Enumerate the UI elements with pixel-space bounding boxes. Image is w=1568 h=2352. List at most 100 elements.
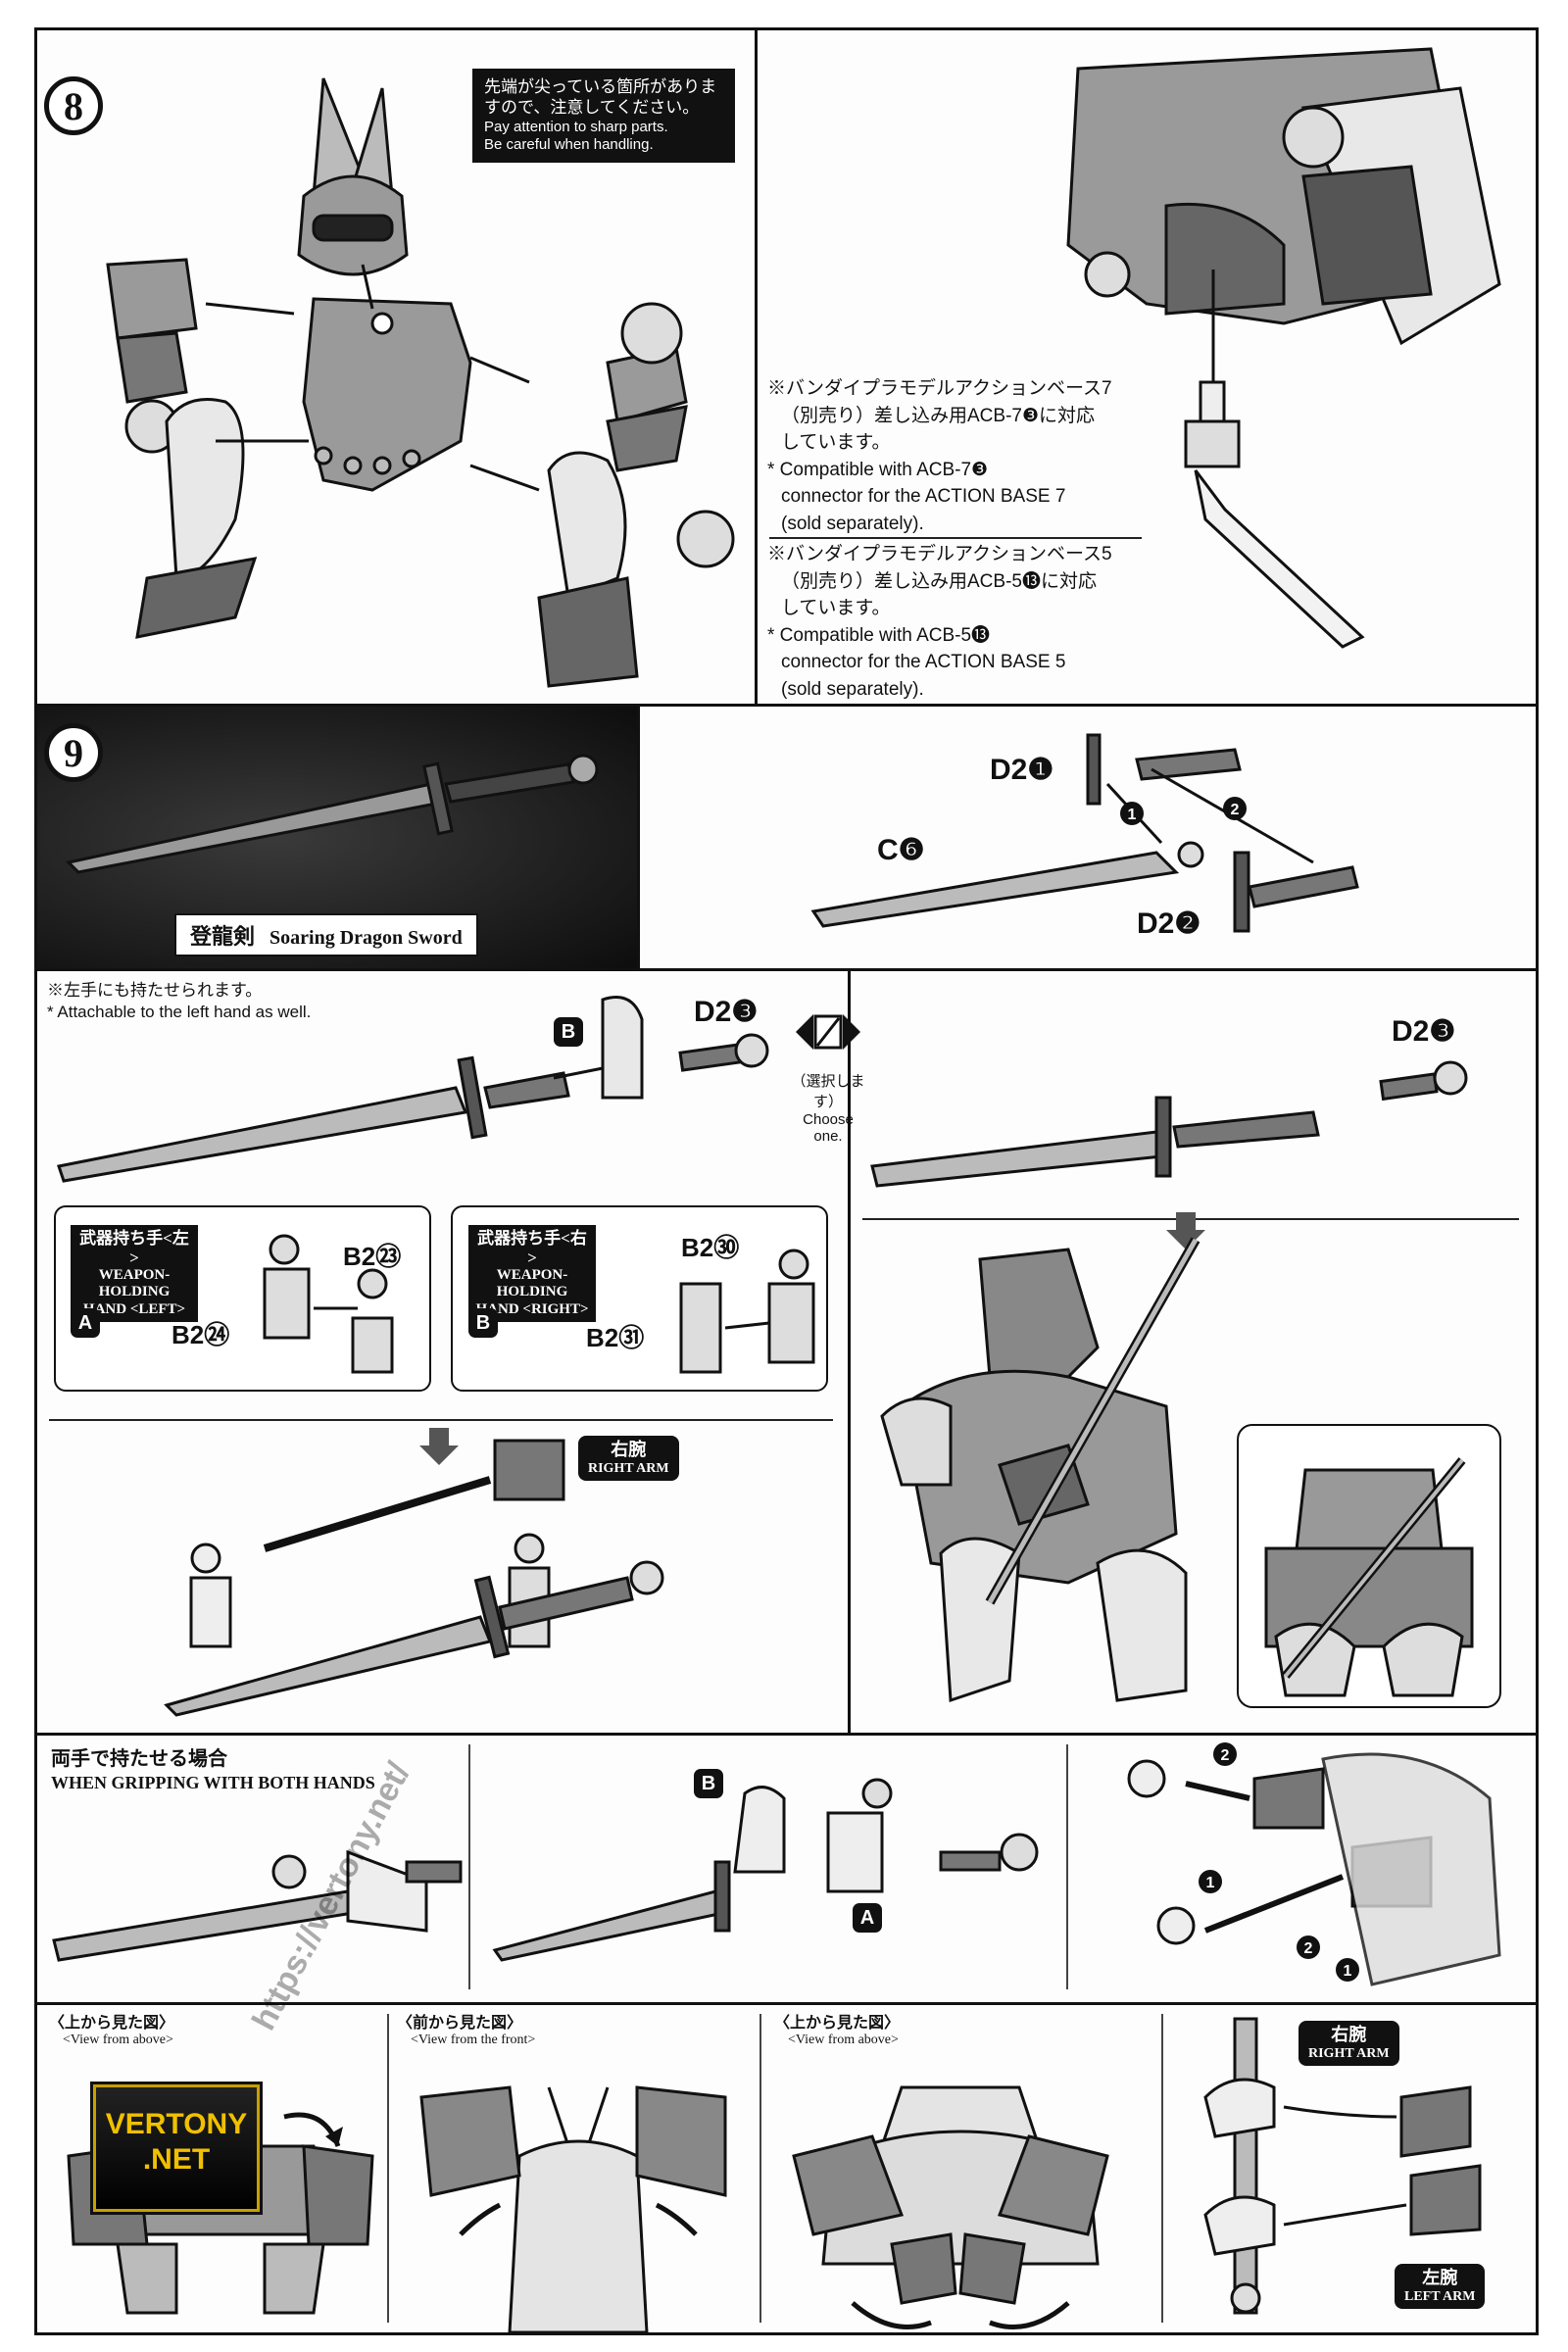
divider-views-1 xyxy=(387,2014,389,2323)
both-hands-title-jp: 両手で持たせる場合 xyxy=(51,1748,227,1770)
both-hands-arm-swap-illustration: 2 1 2 1 xyxy=(1127,1742,1501,1986)
right-hand-title-en-1: WEAPON-HOLDING xyxy=(496,1267,568,1300)
both-hands-sword-illustration xyxy=(52,1849,463,1962)
hand-a-tag: A xyxy=(71,1308,100,1338)
acb5-en-1: * Compatible with ACB-5⓭ xyxy=(767,624,991,646)
left-hand-title-jp: 武器持ち手<左> xyxy=(79,1229,189,1267)
part-d2-3-label-right: D2❸ xyxy=(1392,1015,1456,1048)
both-hands-heading: 両手で持たせる場合 WHEN GRIPPING WITH BOTH HANDS xyxy=(51,1746,375,1794)
step-9-number: 9 xyxy=(44,723,103,782)
views-right-arm-en: RIGHT ARM xyxy=(1308,2045,1390,2061)
left-hand-part-23: B2㉓ xyxy=(343,1242,402,1271)
view-above-1-en: <View from above> xyxy=(63,2033,173,2048)
warning-en-1: Pay attention to sharp parts. xyxy=(484,118,668,135)
down-arrow-left xyxy=(419,1428,459,1465)
choose-one-icon xyxy=(796,1014,860,1050)
acb5-jp-3: しています。 xyxy=(781,598,891,619)
choose-en: Choose one. xyxy=(803,1111,854,1145)
step8-action-base-illustration xyxy=(1066,47,1501,649)
step-2-marker-b: 2 xyxy=(1304,1940,1313,1957)
view-front-jp: 〈前から見た図〉 xyxy=(397,2015,523,2032)
divider-views-3 xyxy=(1161,2014,1163,2323)
divider-both-1 xyxy=(468,1744,470,1989)
right-hand-illustration xyxy=(679,1249,815,1374)
part-c6-label: C❻ xyxy=(877,834,925,866)
part-d2-2-label: D2❷ xyxy=(1137,907,1201,940)
step-1-marker-a: 1 xyxy=(1206,1875,1215,1891)
page-frame xyxy=(34,27,1539,2335)
view-above-label-2: 〈上から見た図〉 <View from above> xyxy=(774,2014,900,2049)
acb7-jp-2: （別売り）差し込み用ACB-7❸に対応 xyxy=(781,405,1095,426)
sword-in-right-hand-illustration xyxy=(164,1439,664,1717)
hand-b-tag-box: B xyxy=(468,1308,498,1338)
divider-step9-holding xyxy=(34,968,1539,971)
view-above-1-jp: 〈上から見た図〉 xyxy=(49,2015,175,2032)
step9-sword-assembly-illustration: 1 2 xyxy=(810,733,1359,933)
divider-step8-9 xyxy=(34,704,1539,707)
order-2-marker: 2 xyxy=(1231,802,1240,818)
divider-step9-vertical xyxy=(637,704,640,968)
acb5-note: ※バンダイプラモデルアクションベース5 （別売り）差し込み用ACB-5⓭に対応 … xyxy=(767,541,1159,703)
left-hand-title-en-1: WEAPON-HOLDING xyxy=(98,1267,171,1300)
both-hands-title-en: WHEN GRIPPING WITH BOTH HANDS xyxy=(51,1773,375,1792)
step-1-marker-b: 1 xyxy=(1344,1963,1352,1980)
views-left-arm-en: LEFT ARM xyxy=(1404,2288,1476,2304)
views-left-arm-jp: 左腕 xyxy=(1422,2268,1458,2287)
warning-en-2: Be careful when handling. xyxy=(484,136,654,154)
both-hands-b-tag: B xyxy=(694,1769,723,1798)
right-hand-title-jp: 武器持ち手<右> xyxy=(477,1229,587,1267)
divider-views-2 xyxy=(760,2014,761,2323)
left-hand-note-jp: ※左手にも持たせられます。 xyxy=(47,981,263,1000)
divider-both-hands xyxy=(34,1733,1539,1736)
right-arm-tag: 右腕 RIGHT ARM xyxy=(578,1436,679,1482)
right-hand-part-31: B2㉛ xyxy=(586,1323,645,1352)
choose-one-label: （選択します） Choose one. xyxy=(789,1070,867,1145)
right-hand-part-30: B2㉚ xyxy=(681,1233,740,1262)
acb7-en-2: connector for the ACTION BASE 7 xyxy=(781,486,1066,508)
left-hand-title-en-2: HAND <LEFT> xyxy=(82,1300,186,1317)
acb7-en-3: (sold separately). xyxy=(781,513,924,534)
left-hand-note: ※左手にも持たせられます。 * Attachable to the left h… xyxy=(47,980,311,1023)
acb-note-divider xyxy=(769,537,1142,539)
view-above-2-jp: 〈上から見た図〉 xyxy=(774,2015,901,2032)
divider-views xyxy=(34,2002,1539,2005)
acb5-en-3: (sold separately). xyxy=(781,678,924,700)
weapon-name-en: Soaring Dragon Sword xyxy=(270,927,463,949)
back-view-illustration xyxy=(1264,1457,1474,1697)
both-hands-a-tag: A xyxy=(853,1903,882,1933)
logo-line-2: .NET xyxy=(142,2143,211,2176)
acb5-jp-2: （別売り）差し込み用ACB-5⓭に対応 xyxy=(781,570,1097,592)
views-right-arm-jp: 右腕 xyxy=(1331,2025,1367,2044)
view-front-label: 〈前から見た図〉 <View from the front> xyxy=(397,2014,535,2049)
left-hand-title: 武器持ち手<左> WEAPON-HOLDING HAND <LEFT> xyxy=(71,1225,198,1322)
both-hands-assembly-illustration xyxy=(492,1778,1039,1962)
right-arm-tag-jp: 右腕 xyxy=(611,1440,647,1459)
sharp-parts-warning: 先端が尖っている箇所がありますので、注意してください。 Pay attentio… xyxy=(472,69,735,163)
divider-step8-vertical xyxy=(755,27,758,704)
views-right-arm-tag: 右腕 RIGHT ARM xyxy=(1298,2021,1399,2067)
banner-sword-illustration xyxy=(65,754,599,874)
acb7-en-1: * Compatible with ACB-7❸ xyxy=(767,459,989,480)
hand-b-tag: B xyxy=(554,1017,583,1047)
right-hand-title-en-2: HAND <RIGHT> xyxy=(475,1300,589,1317)
divider-holding-left xyxy=(49,1419,833,1421)
views-arm-detail-illustration xyxy=(1203,2017,1482,2315)
view-front-en: <View from the front> xyxy=(411,2033,536,2048)
step-8-number: 8 xyxy=(44,76,103,135)
divider-both-2 xyxy=(1066,1744,1068,1989)
view-above-2-en: <View from above> xyxy=(788,2033,899,2048)
view-above-2-illustration xyxy=(792,2085,1109,2329)
choose-jp: （選択します） xyxy=(791,1073,865,1110)
views-left-arm-tag: 左腕 LEFT ARM xyxy=(1395,2264,1486,2310)
view-above-label-1: 〈上から見た図〉 <View from above> xyxy=(49,2014,174,2049)
weapon-name-plate: 登龍剣 Soaring Dragon Sword xyxy=(174,913,478,956)
divider-holding-vertical xyxy=(848,968,851,1733)
logo-line-1: VERTONY xyxy=(105,2108,248,2140)
robot-holding-sword-illustration xyxy=(880,1237,1200,1703)
step-2-marker-a: 2 xyxy=(1221,1747,1230,1764)
left-hand-part-24: B2㉔ xyxy=(172,1320,230,1349)
part-d2-1-label: D2❶ xyxy=(990,754,1054,786)
left-hand-note-en: * Attachable to the left hand as well. xyxy=(47,1003,312,1022)
weapon-name-jp: 登龍剣 xyxy=(190,924,256,949)
